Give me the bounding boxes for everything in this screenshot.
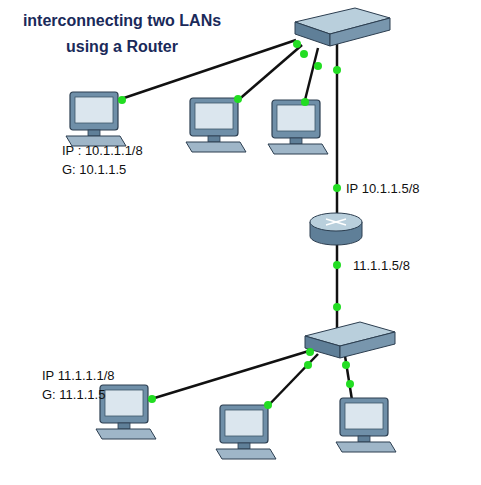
link-light (306, 348, 314, 356)
router-arrows (326, 219, 346, 225)
address-text: IP 11.1.1.1/8 (42, 366, 115, 385)
router-symbol (310, 213, 362, 231)
link-light (293, 40, 301, 48)
link-light (333, 261, 341, 269)
diagram-title: interconnecting two LANs using a Router (8, 8, 236, 60)
link-light (264, 401, 272, 409)
pc-icon (216, 405, 276, 459)
pc-address-block: IP : 10.1.1.1/8G: 10.1.1.5 (62, 141, 143, 179)
pc-address-block: IP 11.1.1.1/8G: 11.1.1.5 (42, 366, 115, 404)
switch-symbol (340, 332, 395, 358)
address-text: G: 11.1.1.5 (42, 385, 115, 404)
link-light (346, 380, 354, 388)
link-light (333, 303, 341, 311)
link-light (342, 361, 350, 369)
router-arrow (326, 219, 346, 225)
lan-wire (236, 45, 302, 102)
link-light (300, 50, 308, 58)
link-light (148, 395, 156, 403)
address-text: IP : 10.1.1.1/8 (62, 141, 143, 160)
address-text: G: 10.1.1.5 (62, 160, 143, 179)
link-light (304, 361, 312, 369)
pc-icon (186, 98, 246, 152)
pc-icon (268, 100, 328, 154)
link-light (301, 98, 309, 106)
link-light (314, 62, 322, 70)
lan-wire (148, 350, 312, 400)
lan-wire (336, 238, 339, 332)
switch-symbol (305, 336, 340, 358)
link-lights (118, 40, 354, 409)
link-light (333, 184, 341, 192)
link-light (118, 96, 126, 104)
pc-icon (66, 92, 126, 146)
lan-wire (264, 354, 318, 410)
interface-label: IP 10.1.1.5/8 (346, 181, 420, 197)
interface-label: 11.1.1.5/8 (353, 258, 410, 274)
pc-icon (336, 398, 396, 452)
link-light (234, 95, 242, 103)
switch-symbol (330, 18, 390, 46)
router-arrow (326, 219, 346, 225)
link-light (333, 66, 341, 74)
